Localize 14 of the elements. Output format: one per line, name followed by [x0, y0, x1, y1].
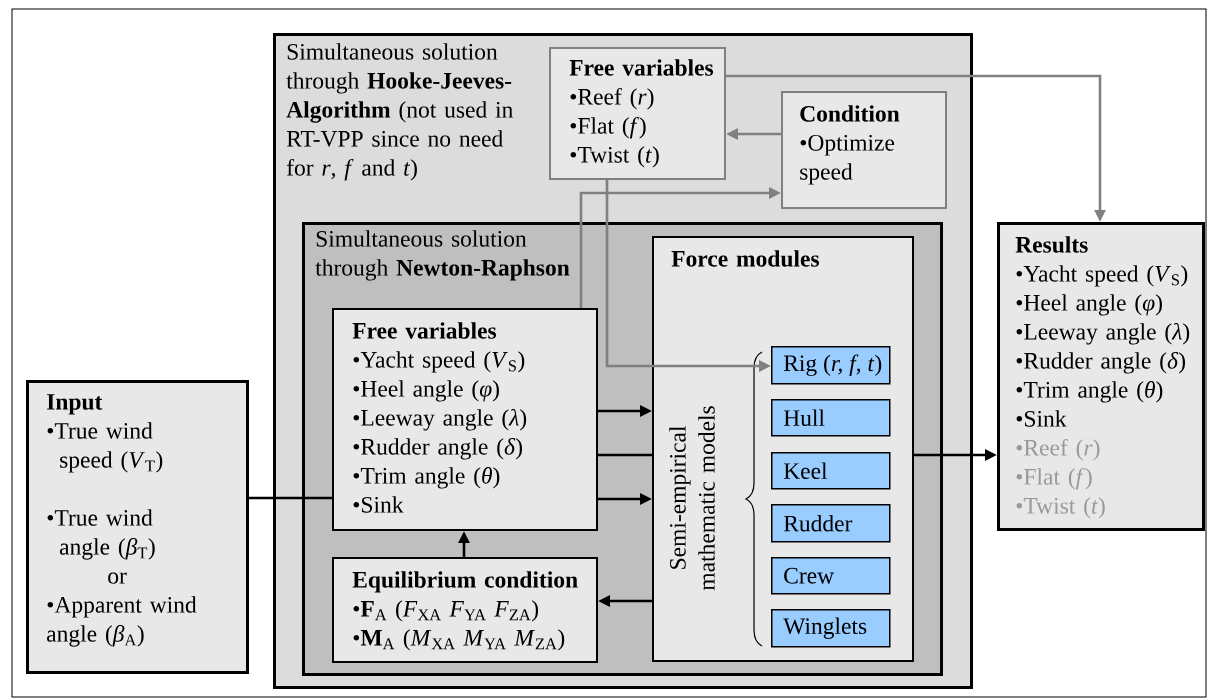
input-box: Input •True wind speed (V$_{T}$) •True wind angle (β$_{T}$) or •Apparent wind angle (β$_{A}$) [26, 380, 249, 674]
variables-box: Free variables •Yacht speed (V$_{S}$) •Heel angle (φ) •Leeway angle (λ) •Rudder angle (δ) •Trim angle (θ) •Sink [332, 308, 598, 531]
module-box: Hull [771, 399, 891, 437]
module-box: Keel [771, 452, 891, 490]
module-box: Crew [771, 557, 891, 595]
module-box: Rudder [771, 504, 891, 543]
module-box: Winglets [771, 609, 891, 648]
results-box: Results •Yacht speed (V$_{S}$) •Heel angle (φ) •Leeway angle (λ) •Rudder angle (δ) •Trim angle (θ) •Sink •Reef (r) •Flat (f) •Twist (t) [997, 222, 1205, 531]
condition-box: Condition •Optimize speed [781, 91, 947, 209]
module-box: Rig (r, f, t) [771, 346, 891, 385]
connector-line [598, 453, 652, 457]
connector-line [249, 496, 332, 500]
variables-box: Free variables •Reef (r) •Flat (f) •Twist (t) [549, 47, 726, 180]
condition-box: Equilibrium condition •F$_{A}$ (F$_{XA}$ F$_{YA}$ F$_{ZA}$) •M$_{A}$ (M$_{XA}$ M$_{YA}$ M$_{ZA}$) [332, 557, 598, 663]
